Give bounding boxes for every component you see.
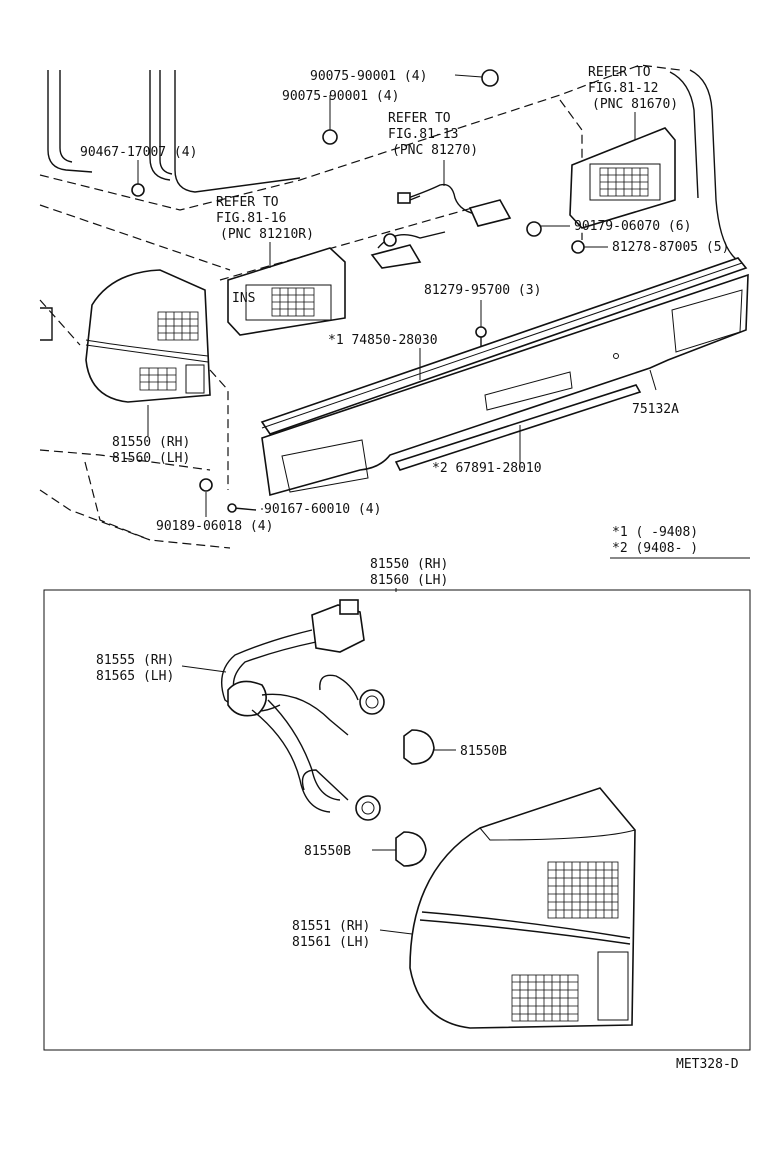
label-lamp-assy-lh: 81560 (LH) — [112, 451, 190, 466]
label-refer-a-3: (PNC 81270) — [392, 143, 478, 158]
note-2: *2 (9408- ) — [612, 541, 698, 556]
label-bolt-a: 90075-90001 (4) — [310, 69, 427, 84]
bulbs — [395, 729, 435, 867]
label-refer-b-2: FIG.81-12 — [588, 81, 658, 96]
leader-lines — [137, 74, 657, 517]
label-refer-c-3: (PNC 81210R) — [220, 227, 314, 242]
label-refer-c-1: REFER TO — [216, 195, 279, 210]
label-garnish: *1 74850-28030 — [328, 333, 438, 348]
label-nut-b: 81278-87005 (5) — [612, 240, 729, 255]
socket-and-wire — [221, 599, 385, 821]
note-1: *1 ( -9408) — [612, 525, 698, 540]
wire-harness — [370, 183, 512, 269]
label-lamp-assy-rh: 81550 (RH) — [112, 435, 190, 450]
label-molding: *2 67891-28010 — [432, 461, 542, 476]
license-lamp-left: INS — [227, 247, 346, 336]
label-refer-a-1: REFER TO — [388, 111, 451, 126]
label-screw-a: 81279-95700 (3) — [424, 283, 541, 298]
label-screw-b: 90167-60010 (4) — [264, 502, 381, 517]
label-detail-title-lh: 81560 (LH) — [370, 573, 448, 588]
label-refer-b-1: REFER TO — [588, 65, 651, 80]
side-marker — [40, 307, 53, 341]
label-detail-title-rh: 81550 (RH) — [370, 557, 448, 572]
lamp-lens — [409, 787, 636, 1029]
label-nut-c: 90189-06018 (4) — [156, 519, 273, 534]
label-diagram-id: MET328-D — [676, 1057, 739, 1072]
label-socket-lh: 81565 (LH) — [96, 669, 174, 684]
label-bolt-b: 90075-90001 (4) — [282, 89, 399, 104]
rear-combination-lamp-upper — [85, 269, 211, 403]
label-nut-a: 90179-06070 (6) — [574, 219, 691, 234]
label-refer-a-2: FIG.81-13 — [388, 127, 458, 142]
label-refer-b-3: (PNC 81670) — [592, 97, 678, 112]
label-bulb-a: 81550B — [460, 744, 507, 759]
label-refer-c-2: FIG.81-16 — [216, 211, 286, 226]
fasteners — [131, 69, 585, 513]
label-bulb-b: 81550B — [304, 844, 351, 859]
detail-frame — [43, 589, 751, 1051]
label-lens-lh: 81561 (LH) — [292, 935, 370, 950]
svg-text:INS: INS — [232, 291, 255, 306]
label-panel: 75132A — [632, 402, 679, 417]
label-socket-rh: 81555 (RH) — [96, 653, 174, 668]
label-lens-rh: 81551 (RH) — [292, 919, 370, 934]
label-clip-top: 90467-17007 (4) — [80, 145, 197, 160]
leader-lines-lower — [181, 665, 456, 935]
license-lamp-right — [569, 127, 676, 229]
body-outline — [39, 64, 741, 549]
back-panel-garnish — [260, 257, 749, 497]
